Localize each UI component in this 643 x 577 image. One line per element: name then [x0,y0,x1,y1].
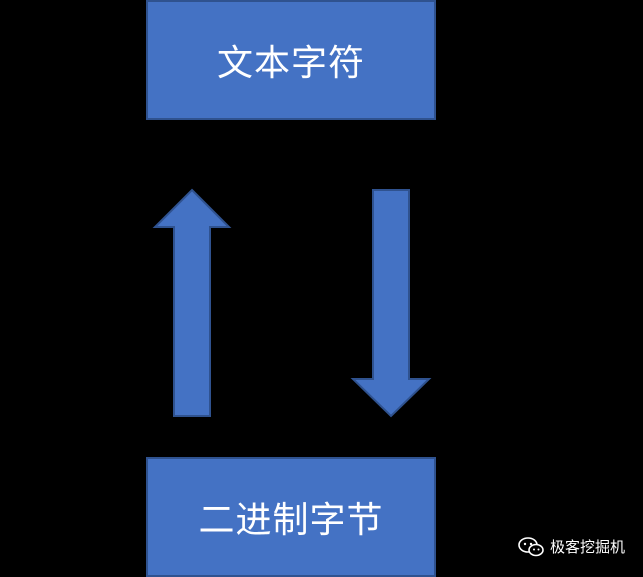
binary-bytes-label: 二进制字节 [198,500,384,541]
decode-down-arrow [350,189,432,418]
text-characters-box: 文本字符 [146,0,436,120]
binary-bytes-box: 二进制字节 [146,457,436,577]
wechat-icon [518,536,544,556]
encode-up-arrow [152,188,232,417]
watermark-text: 极客挖掘机 [549,538,625,556]
watermark: 极客挖掘机 [518,536,625,557]
text-characters-label: 文本字符 [216,43,365,84]
